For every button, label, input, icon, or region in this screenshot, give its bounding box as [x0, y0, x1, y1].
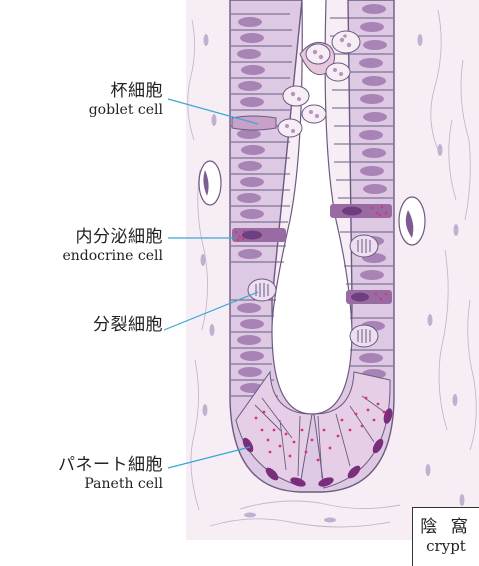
- mitotic-cell-label-ja: 分裂細胞: [93, 316, 163, 336]
- goblet-cell-label-ja: 杯細胞: [89, 82, 163, 102]
- crypt-title-ja: 陰 窩: [413, 512, 479, 537]
- crypt-title-en: crypt: [413, 537, 479, 555]
- endocrine-cell-label: 内分泌細胞 endocrine cell: [62, 228, 163, 264]
- crypt-title-box: 陰 窩 crypt: [412, 507, 479, 566]
- endocrine-cell-label-ja: 内分泌細胞: [62, 228, 163, 248]
- paneth-cell-label: パネート細胞 Paneth cell: [58, 456, 163, 492]
- mitotic-cell-label: 分裂細胞: [93, 316, 163, 336]
- capillary-left: [199, 161, 221, 205]
- paneth-cell-label-en: Paneth cell: [58, 476, 163, 492]
- endocrine-cell-label-en: endocrine cell: [62, 248, 163, 264]
- goblet-cell-label-en: goblet cell: [89, 102, 163, 118]
- paneth-cell-label-ja: パネート細胞: [58, 456, 163, 476]
- capillary-right: [399, 197, 425, 245]
- goblet-cell-label: 杯細胞 goblet cell: [89, 82, 163, 118]
